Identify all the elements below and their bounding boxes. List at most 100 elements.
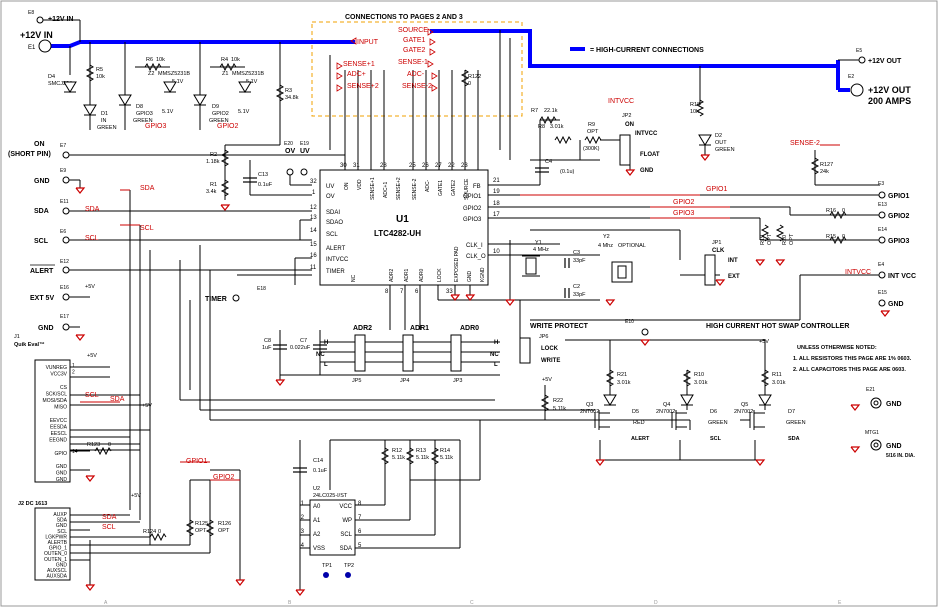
u1-pinnum: 21 [493,178,500,184]
e17-terminal[interactable] [62,323,70,331]
refdes-q5: Q5 [741,402,748,408]
e15-terminal[interactable] [878,299,886,307]
jp4-header[interactable] [402,334,414,372]
j1-body[interactable] [34,359,71,483]
refdes-r4: R4 [221,57,228,63]
refdes-d8: D8 [136,104,143,110]
refdes-e11: E11 [60,199,69,205]
u1-pin-exposed-pad: EXPOSED PAD [454,246,460,282]
net-adc-m: ADC- [407,71,425,78]
e9-terminal[interactable] [62,176,70,184]
jp1-header[interactable] [704,254,716,286]
value-r11: 3.01k [772,380,786,386]
mtg1-terminal[interactable] [870,439,882,451]
label-5v-ext: +5V [85,284,95,290]
tp1-point[interactable] [323,572,329,578]
connections-box [311,21,523,117]
e16-terminal[interactable] [62,293,70,301]
j2-pin-label: GND [56,523,68,529]
label-ext-5v: EXT 5V [30,295,54,302]
refdes-mtg1: MTG1 [865,430,879,436]
value-c13: 0.1uF [258,182,273,188]
value-r21: 3.01k [617,380,631,386]
mosfet-symbols [594,410,765,430]
refdes-e21: E21 [866,387,875,393]
value-r125: OPT [195,528,207,534]
value-d4: SMCJ28A [48,81,73,87]
tp2-point[interactable] [345,572,351,578]
e1-terminal[interactable] [38,39,52,53]
refdes-e13: E13 [878,202,887,208]
e6-terminal[interactable] [62,236,70,244]
label-d5-alert: ALERT [631,436,650,442]
clk-jumper: CLK INT EXT [704,248,740,286]
label-quik-eval: Quik Eval™ [14,342,45,348]
label-e8-12v-in: +12V IN [48,16,74,23]
refdes-e20: E20 [284,141,293,147]
refdes-e15: E15 [878,290,887,296]
e8-terminal[interactable] [36,16,44,24]
jp3-header[interactable] [450,334,462,372]
net-gpio3: GPIO3 [673,210,695,217]
refdes-e12: E12 [60,259,69,265]
refdes-jp6: JP6 [539,334,548,340]
e20-terminal[interactable] [286,168,294,176]
refdes-c7: C7 [300,338,307,344]
refdes-d4: D4 [48,74,55,80]
value-r12: 5.11k [392,455,405,461]
label-200-amps: 200 AMPS [868,96,911,106]
net-sense-m2-right: SENSE-2 [790,140,820,147]
u1-pinnum: 14 [310,228,317,234]
e12-terminal[interactable] [62,266,70,274]
refdes-z2: Z2 [148,71,154,77]
u2-pin-number: 1 [301,501,305,507]
u1-pin-alert: ALERT [326,246,346,252]
label-h-right: H [494,340,498,346]
e4-terminal[interactable] [878,271,886,279]
e5-terminal[interactable] [858,56,866,64]
value-z2-volt: 5.1V [172,79,184,85]
address-jumpers: ADR2 ADR1 ADR0 H NC L H NC L [316,325,499,372]
e2-terminal[interactable] [850,83,864,97]
jp6-header[interactable] [519,337,531,364]
value-z2: MMSZ5231B [158,71,190,77]
u1-pin-sense-p1: SENSE+1 [370,177,376,200]
e14-terminal[interactable] [878,236,886,244]
crystal-symbols [522,255,633,283]
u1-pin-lock: LOCK [437,268,443,282]
jp5-header[interactable] [354,334,366,372]
label-nc: NC [316,352,325,358]
u1-refdes: U1 [396,214,409,225]
label-d6-green: GREEN [708,420,728,426]
e13-terminal[interactable] [878,211,886,219]
u1-pinnum: 17 [493,212,500,218]
e10-terminal[interactable] [641,328,649,336]
label-d9-volt: 5.1V [238,109,250,115]
label-uv: UV [300,148,310,155]
e11-terminal[interactable] [62,207,70,215]
u1-pinnum: 18 [493,201,500,207]
label-adr1: ADR1 [410,325,429,332]
j2-body[interactable] [34,507,71,581]
refdes-r18: R18 [690,102,700,108]
refdes-jp2: JP2 [622,113,631,119]
value-q5: 2N7002 [734,409,753,415]
u1-pin-adr1: ADR1 [404,268,410,282]
e7-terminal[interactable] [62,151,70,159]
net-sense-p2: SENSE+2 [347,83,379,90]
e3-terminal[interactable] [878,191,886,199]
refdes-e14: E14 [878,227,887,233]
e18-terminal[interactable] [232,294,240,302]
j2-pin-label: GND [56,562,68,568]
jp2-header[interactable] [619,134,631,166]
e21-terminal[interactable] [870,397,882,409]
u2-pin-number: 8 [358,501,362,507]
j1-pin-label: GND [56,477,68,483]
u1-pin-adc-p1: ADC+1 [383,182,389,198]
e19-terminal[interactable] [300,168,308,176]
j1-pin-label: VCC3V [50,372,67,378]
j2-pin-label: AUXSDA [46,574,67,580]
u1-pin-clko: CLK_O [466,254,486,260]
refdes-tp2: TP2 [344,563,354,569]
